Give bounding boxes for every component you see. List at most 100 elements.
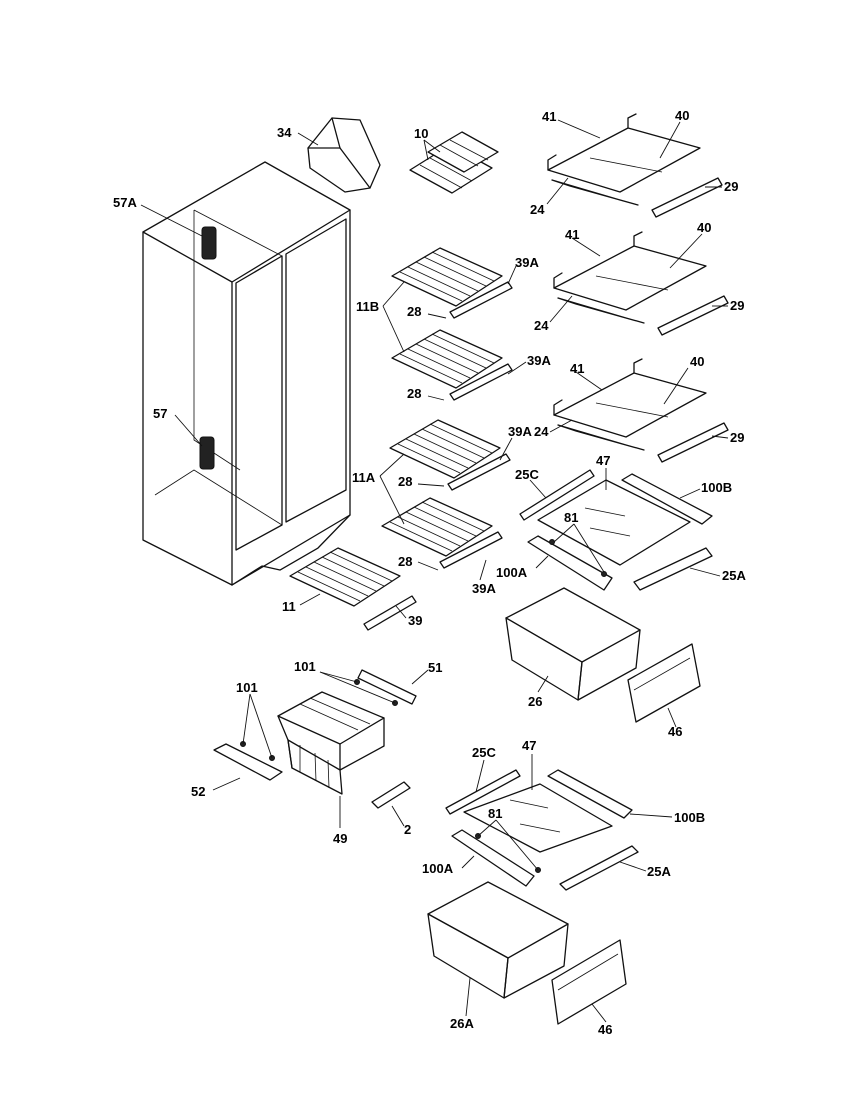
callout-101b: 101 <box>236 680 258 695</box>
leader-10b <box>423 139 429 161</box>
wire-shelf-bar <box>297 571 361 602</box>
leader-29c <box>711 435 729 439</box>
leader-11 <box>299 593 321 606</box>
basket-wire <box>314 752 317 782</box>
wire-shelf-bar <box>397 516 461 547</box>
callout-81b: 81 <box>488 806 502 821</box>
basket-front <box>287 739 343 795</box>
callout-49: 49 <box>333 831 347 846</box>
crisper-pan-lower <box>427 881 627 1025</box>
leader-28b <box>427 395 445 401</box>
wire-shelf-bar <box>305 566 369 597</box>
wire-shelf-11B-lower <box>391 329 513 401</box>
crisper-rail-25A <box>559 845 639 891</box>
wire-shelf-bar <box>329 551 393 582</box>
crisper-rail-25A <box>633 547 713 591</box>
leader-101a <box>319 671 358 683</box>
leader-81b <box>477 819 497 837</box>
ice-tray-grid-2 <box>449 139 489 161</box>
callout-100Ab: 100A <box>422 861 454 876</box>
wire-shelf-bar <box>421 428 485 459</box>
crisper-cover-upper <box>519 469 713 591</box>
leader-41a <box>557 119 601 139</box>
callout-29b: 29 <box>730 298 744 313</box>
wire-shelf-trim <box>449 281 513 319</box>
cabinet-inner-top <box>193 209 283 257</box>
glass-shelf-bracket-right <box>633 358 643 374</box>
leader-101a2 <box>319 671 396 704</box>
leader-39Ab <box>507 361 527 375</box>
leader-28a <box>427 313 447 319</box>
glass-shelf-bracket-left <box>547 154 557 171</box>
crisper-rail-25C <box>519 469 595 521</box>
wire-shelf-bar <box>423 256 487 287</box>
callout-47a: 47 <box>596 453 610 468</box>
callout-24a: 24 <box>530 202 545 217</box>
leader-40a <box>659 121 681 159</box>
basket-rail-51 <box>357 669 417 705</box>
callout-57A: 57A <box>113 195 137 210</box>
glass-shelf-bracket-right <box>633 231 643 247</box>
glass-shelf-bracket-left <box>553 272 563 289</box>
callout-25Cb: 25C <box>472 745 496 760</box>
glass-shelf-1 <box>547 113 723 218</box>
callout-2: 2 <box>404 822 411 837</box>
screw-81 <box>601 571 607 577</box>
wire-shelf-bar <box>389 521 453 552</box>
glass-glint <box>509 799 549 809</box>
glass-shelf-panel <box>553 245 707 311</box>
callout-100Bb: 100B <box>674 810 705 825</box>
wire-shelf-bar <box>429 423 493 454</box>
leader-81a2 <box>573 523 605 573</box>
callout-40a: 40 <box>675 108 689 123</box>
glass-shelf-panel <box>547 127 701 193</box>
wire-shelf-trim <box>449 363 513 401</box>
leader-28d <box>417 561 439 571</box>
wire-shelf-bar <box>431 251 495 282</box>
crisper-frame-100B <box>547 769 633 819</box>
leader-46a <box>667 707 677 728</box>
callout-11A: 11A <box>352 470 376 485</box>
leader-28c <box>417 483 445 487</box>
leader-25Aa <box>689 567 721 577</box>
leader-101b2 <box>249 693 273 759</box>
leader-101b <box>242 693 251 745</box>
callout-11: 11 <box>282 599 296 614</box>
hinge-bottom <box>199 436 215 470</box>
glass-shelf-3 <box>553 358 729 463</box>
glass-glint <box>589 527 631 537</box>
leader-2 <box>391 805 405 827</box>
wire-shelf-11 <box>289 547 417 631</box>
leader-11A-b <box>379 475 405 525</box>
ice-trays <box>409 131 499 194</box>
callout-28b: 28 <box>407 386 421 401</box>
wire-shelf-bar <box>313 561 377 592</box>
wire-shelf-trim <box>363 595 417 631</box>
basket-wire <box>309 697 371 725</box>
callout-41b: 41 <box>565 227 579 242</box>
wire-shelf-trim <box>439 531 503 569</box>
leader-39 <box>395 605 407 619</box>
crisper-cover-lower <box>445 769 639 891</box>
cabinet-base <box>231 514 351 586</box>
wire-shelf-bar <box>413 506 477 537</box>
ice-tray-upper <box>427 131 499 173</box>
leader-39Aa <box>507 265 517 285</box>
callout-25Ab: 25A <box>647 864 671 879</box>
leader-41c <box>575 371 603 391</box>
glass-shelf-trim <box>557 424 645 451</box>
ice-tray-grid-1 <box>439 144 479 167</box>
wire-shelf-bar <box>431 333 495 364</box>
wire-shelf-bar <box>407 266 471 297</box>
crisper-front-46 <box>627 643 701 723</box>
callout-29a: 29 <box>724 179 738 194</box>
callout-41c: 41 <box>570 361 584 376</box>
crisper-glass-47 <box>463 783 613 853</box>
crisper-front-grip <box>633 657 691 691</box>
crisper-rail-25C <box>445 769 521 815</box>
callout-28c: 28 <box>398 474 412 489</box>
glass-shelf-divider <box>595 402 669 418</box>
ice-tray-grid-4 <box>429 157 473 182</box>
